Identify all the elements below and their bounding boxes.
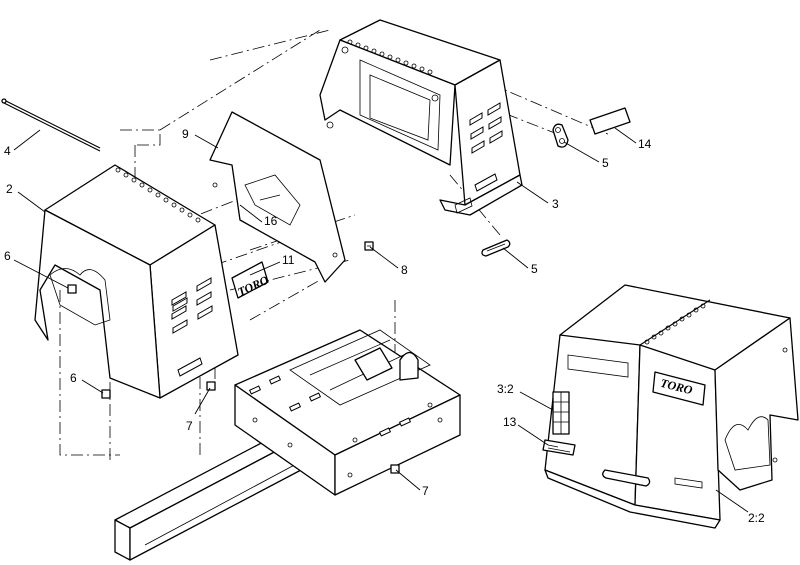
callout-9: 9: [182, 127, 189, 141]
front-cover-part-2: TORO: [34, 164, 271, 399]
callout-4: 4: [4, 144, 11, 158]
callout-16: 16: [264, 214, 278, 228]
callout-6-upper: 6: [4, 249, 11, 263]
strip-part-14: [589, 107, 631, 135]
callout-2-2: 2:2: [748, 511, 765, 525]
callout-8: 8: [401, 263, 408, 277]
assembled-cover-view: TORO: [542, 284, 799, 529]
side-panel-part-9: [209, 111, 346, 283]
callout-7-lower: 7: [422, 484, 429, 498]
latch-part-5-upper: [552, 123, 569, 148]
callout-5-lower: 5: [531, 262, 538, 276]
callout-3: 3: [552, 197, 559, 211]
rod-part-4: [1, 98, 101, 152]
callout-14: 14: [638, 137, 652, 151]
screw-part-6-lower: [101, 389, 111, 399]
callout-5-upper: 5: [602, 156, 609, 170]
callout-2: 2: [6, 182, 13, 196]
latch-part-5-lower: [481, 239, 511, 257]
callout-6-lower: 6: [70, 371, 77, 385]
callout-3-2: 3:2: [497, 382, 514, 396]
screw-part-7-upper: [206, 381, 216, 391]
leader-lines: [13, 127, 749, 513]
callout-13: 13: [503, 415, 517, 429]
callout-labels: 4 2 9 16 6 11 8 6 7 7 3 5 5 14 3:2 13 2:…: [4, 127, 765, 525]
frame-assembly: [114, 329, 461, 561]
callout-11: 11: [282, 253, 295, 267]
callout-7-upper: 7: [186, 419, 193, 433]
rear-cover-part-3: [319, 19, 523, 216]
screw-part-6-upper: [67, 284, 77, 294]
